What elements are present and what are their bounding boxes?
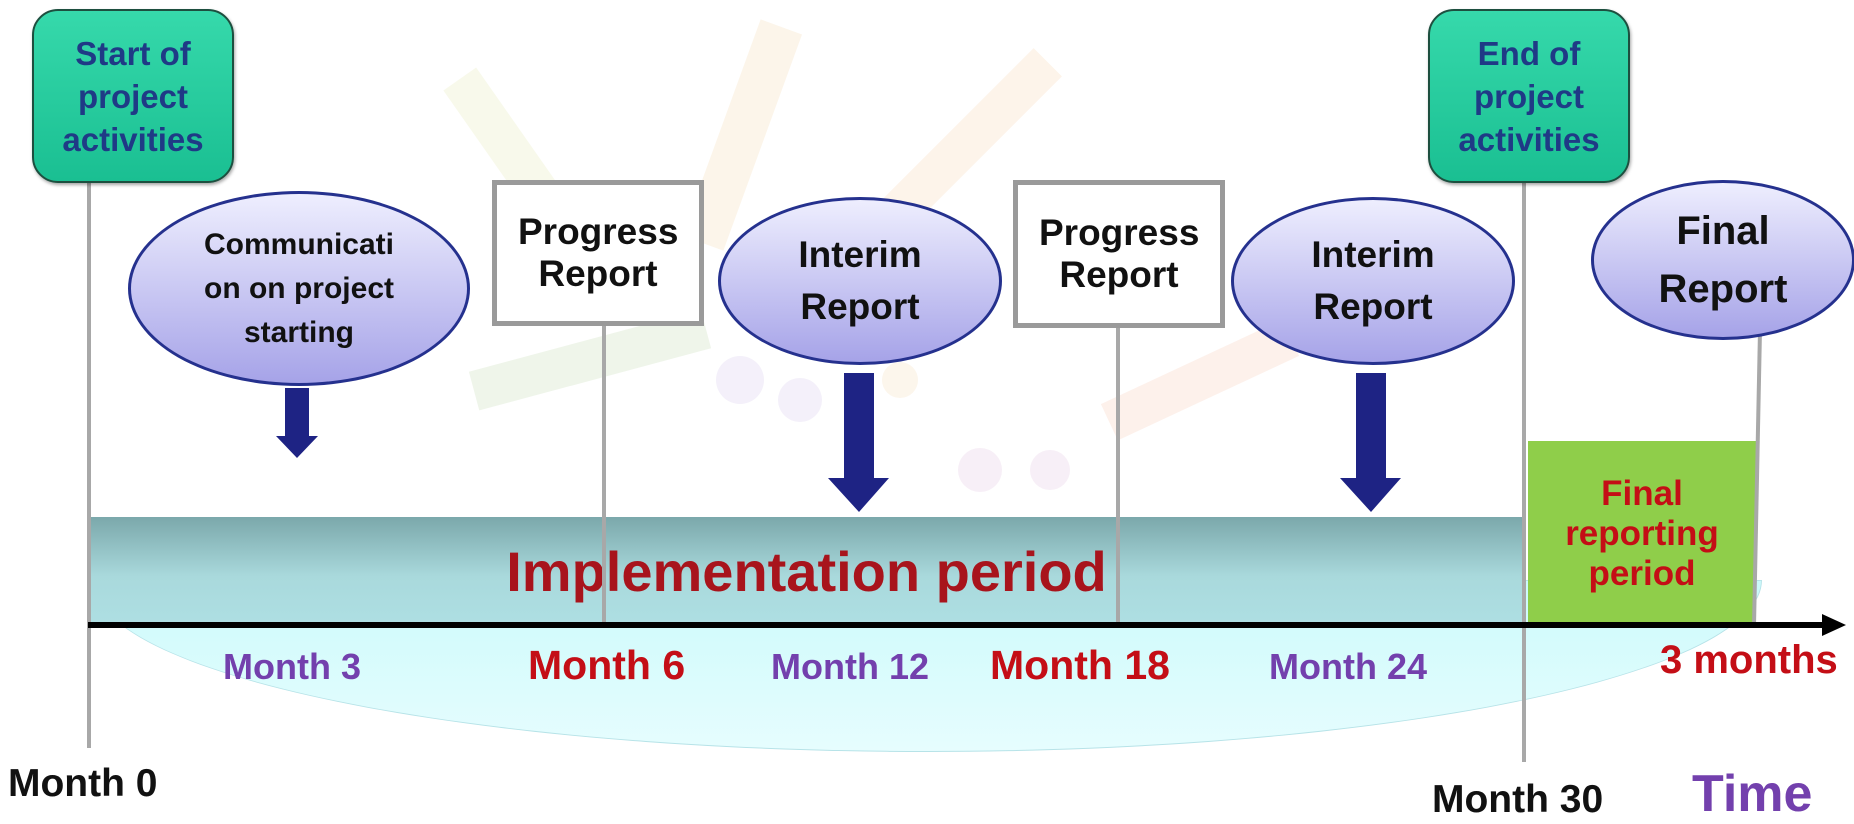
final-report-line xyxy=(1752,329,1762,627)
final-reporting-period-label: Final reporting period xyxy=(1565,474,1719,593)
arrow-down-icon xyxy=(1340,373,1401,512)
implementation-period-label: Implementation period xyxy=(506,539,1107,603)
implementation-period-bar: Implementation period xyxy=(90,517,1523,625)
month-0-label: Month 0 xyxy=(8,762,158,805)
report-arrows xyxy=(276,373,1401,512)
communication-label: Communication on project starting xyxy=(203,227,395,349)
month-18-label: Month 18 xyxy=(990,642,1170,688)
communication-ellipse: Communication on project starting xyxy=(128,191,470,386)
month-12-label: Month 12 xyxy=(771,646,929,687)
progress-report-1-label: Progress Report xyxy=(518,211,679,294)
final-reporting-period-box: Final reporting period xyxy=(1528,441,1756,627)
interim-report-2-label: Interim Report xyxy=(1311,234,1435,327)
time-axis-label: Time xyxy=(1692,765,1813,823)
final-report-ellipse: Final Report xyxy=(1591,180,1854,340)
end-milestone-box: End of project activities xyxy=(1428,9,1630,183)
month-6-label: Month 6 xyxy=(528,642,686,688)
progress-report-2-label: Progress Report xyxy=(1039,212,1200,295)
month-24-label: Month 24 xyxy=(1269,646,1427,687)
progress-report-2-box: Progress Report xyxy=(1013,180,1225,328)
interim-report-2-ellipse: Interim Report xyxy=(1231,197,1515,365)
arrow-down-icon xyxy=(276,388,318,458)
interim-report-1-ellipse: Interim Report xyxy=(718,197,1002,365)
month-30-label: Month 30 xyxy=(1432,778,1604,821)
month-3-label: Month 3 xyxy=(223,646,361,687)
interim-report-1-label: Interim Report xyxy=(798,234,922,327)
start-milestone-box: Start of project activities xyxy=(32,9,234,183)
three-months-label: 3 months xyxy=(1660,638,1838,682)
final-report-label: Final Report xyxy=(1658,209,1788,311)
start-milestone-label: Start of project activities xyxy=(62,34,204,158)
time-axis-arrowhead xyxy=(1822,614,1846,636)
end-milestone-label: End of project activities xyxy=(1458,34,1600,158)
arrow-down-icon xyxy=(828,373,889,512)
progress-report-1-box: Progress Report xyxy=(492,180,704,326)
